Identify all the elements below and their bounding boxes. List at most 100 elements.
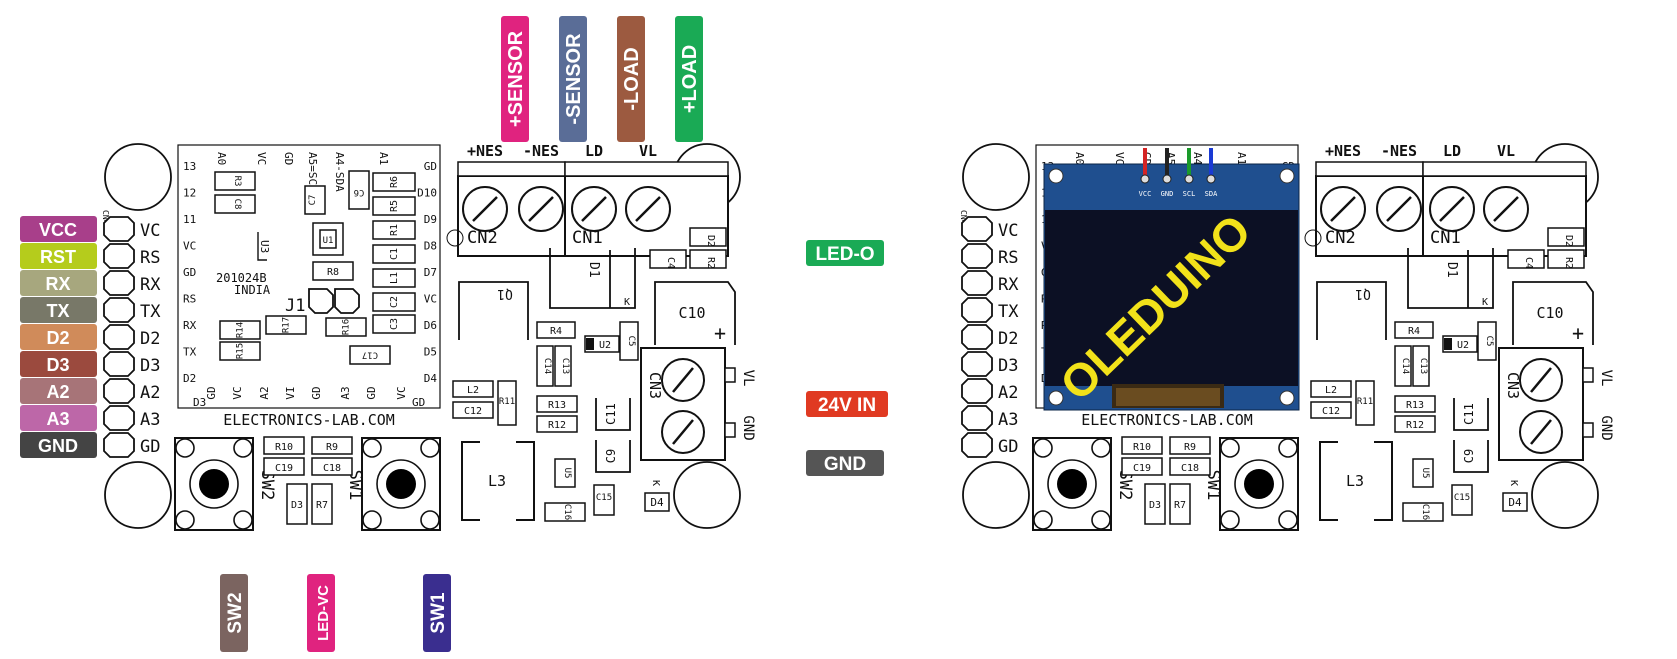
pin-callout-label: RST bbox=[40, 247, 76, 267]
u2-label: U2 bbox=[599, 340, 611, 351]
u3-outline bbox=[257, 232, 267, 261]
cn3-pin-label: GND bbox=[740, 415, 756, 440]
component-c2 bbox=[372, 292, 416, 312]
screw-slot bbox=[581, 196, 607, 222]
terminal-top bbox=[564, 161, 729, 177]
r13-label: R13 bbox=[548, 400, 566, 411]
terminal-silk: +NES bbox=[1325, 142, 1361, 160]
capacitor-c12 bbox=[452, 401, 494, 419]
c16-label: C16 bbox=[562, 504, 572, 520]
l3-label: L3 bbox=[488, 472, 506, 490]
mounting-hole bbox=[962, 143, 1030, 211]
capacitor-c8 bbox=[214, 194, 256, 214]
j1-label: J1 bbox=[285, 296, 305, 316]
header-pin bbox=[961, 270, 993, 296]
screw-slot bbox=[1493, 196, 1519, 222]
top-callout-bg bbox=[559, 16, 587, 142]
resistor-r2 bbox=[689, 249, 727, 269]
arduino-bottom-pin: VC bbox=[231, 386, 244, 399]
terminal-silk: VL bbox=[639, 142, 657, 160]
diode-d1-outline bbox=[549, 248, 636, 309]
resistor-r7 bbox=[311, 483, 333, 525]
pin-callout-label: D3 bbox=[46, 355, 69, 375]
c15-label: C15 bbox=[1454, 493, 1470, 503]
c10-label: C10 bbox=[1536, 304, 1563, 322]
oled-screen bbox=[1045, 210, 1298, 386]
r8-label: R8 bbox=[327, 267, 339, 278]
d4-cathode: K bbox=[650, 480, 661, 486]
terminal-silk: LD bbox=[1443, 142, 1461, 160]
c13-label: C13 bbox=[560, 358, 570, 374]
c10-label: C10 bbox=[678, 304, 705, 322]
resistor-r4 bbox=[1394, 321, 1434, 339]
capacitor-c5 bbox=[1477, 321, 1497, 361]
capacitor-c11 bbox=[1453, 398, 1489, 431]
c6-label: C6 bbox=[354, 187, 365, 197]
ic-u1 bbox=[312, 222, 344, 256]
q1-label: Q1 bbox=[497, 286, 513, 301]
c5-label: C5 bbox=[1484, 336, 1494, 347]
arduino-left-pin: 12 bbox=[183, 187, 196, 200]
d2-label: D2 bbox=[1563, 235, 1574, 247]
l1-label: L1 bbox=[389, 272, 400, 284]
d1-cathode: K bbox=[1482, 297, 1488, 308]
terminal-silk: LD bbox=[585, 142, 603, 160]
callout-labels: VCCRSTRXTXD2D3A2A3GND+SENSOR-SENSOR-LOAD… bbox=[20, 16, 888, 652]
cn2-label: CN2 bbox=[1325, 228, 1356, 248]
l3-label: L3 bbox=[1346, 472, 1364, 490]
header-pin-label: RS bbox=[998, 248, 1018, 268]
cn3-label: CN3 bbox=[1504, 372, 1522, 399]
inductor-l2 bbox=[452, 380, 494, 398]
c10-polarity: + bbox=[1572, 321, 1584, 345]
header-pin-label: RS bbox=[140, 248, 160, 268]
capacitor-c16 bbox=[1402, 502, 1444, 522]
inductor-l3 bbox=[461, 441, 535, 521]
arduino-left-pin: TX bbox=[183, 346, 197, 359]
j1-pad bbox=[334, 288, 360, 314]
resistor-r9 bbox=[311, 436, 353, 455]
arduino-right-pin: D5 bbox=[424, 346, 437, 359]
arduino-left-pin: D2 bbox=[183, 372, 196, 385]
c19-label: C19 bbox=[275, 463, 293, 474]
resistor-r8 bbox=[312, 261, 354, 281]
oled-mount-hole bbox=[1279, 390, 1295, 406]
website-silk: ELECTRONICS-LAB.COM bbox=[223, 411, 395, 429]
capacitor-c6 bbox=[348, 170, 370, 210]
screw-slot bbox=[672, 367, 694, 393]
capacitor-c15 bbox=[593, 484, 615, 516]
pin-callout-bg bbox=[20, 405, 97, 431]
r2-label: R2 bbox=[1563, 257, 1574, 269]
arduino-right-pin: GD bbox=[424, 160, 437, 173]
switch-actuator bbox=[1057, 469, 1087, 499]
capacitor-c7 bbox=[304, 185, 326, 215]
capacitor-c13 bbox=[554, 345, 572, 387]
u5-label: U5 bbox=[562, 468, 572, 479]
arduino-right-pin: D9 bbox=[424, 213, 437, 226]
header-pin bbox=[103, 297, 135, 323]
capacitor-c14 bbox=[1394, 345, 1412, 387]
u3-label: U3 bbox=[258, 240, 271, 253]
c11-label: C11 bbox=[1462, 403, 1476, 425]
switch-leg bbox=[1220, 510, 1240, 530]
header-pin-label: TX bbox=[998, 302, 1019, 322]
oled-pin-label: SCL bbox=[1183, 190, 1196, 198]
pin-callout-bg bbox=[20, 378, 97, 404]
top-callout-label: -SENSOR bbox=[563, 33, 585, 125]
oled-pin-label: GND bbox=[1161, 190, 1174, 198]
c11-label: C11 bbox=[604, 403, 618, 425]
header-pin-label: D2 bbox=[998, 329, 1018, 349]
header-pin-label: VC bbox=[140, 221, 160, 241]
component-r1 bbox=[372, 220, 416, 240]
header-pin bbox=[961, 378, 993, 404]
top-callout-label: +LOAD bbox=[679, 45, 701, 113]
sw1-silk: SW1 bbox=[1203, 470, 1223, 501]
header-pin bbox=[103, 216, 135, 242]
header-pin-label: D2 bbox=[140, 329, 160, 349]
capacitor-c16 bbox=[544, 502, 586, 522]
header-pin-label: RX bbox=[140, 275, 161, 295]
c18-label: C18 bbox=[1181, 463, 1199, 474]
component-c1 bbox=[372, 244, 416, 264]
top-callout-bg bbox=[617, 16, 645, 142]
resistor-r4 bbox=[536, 321, 576, 339]
